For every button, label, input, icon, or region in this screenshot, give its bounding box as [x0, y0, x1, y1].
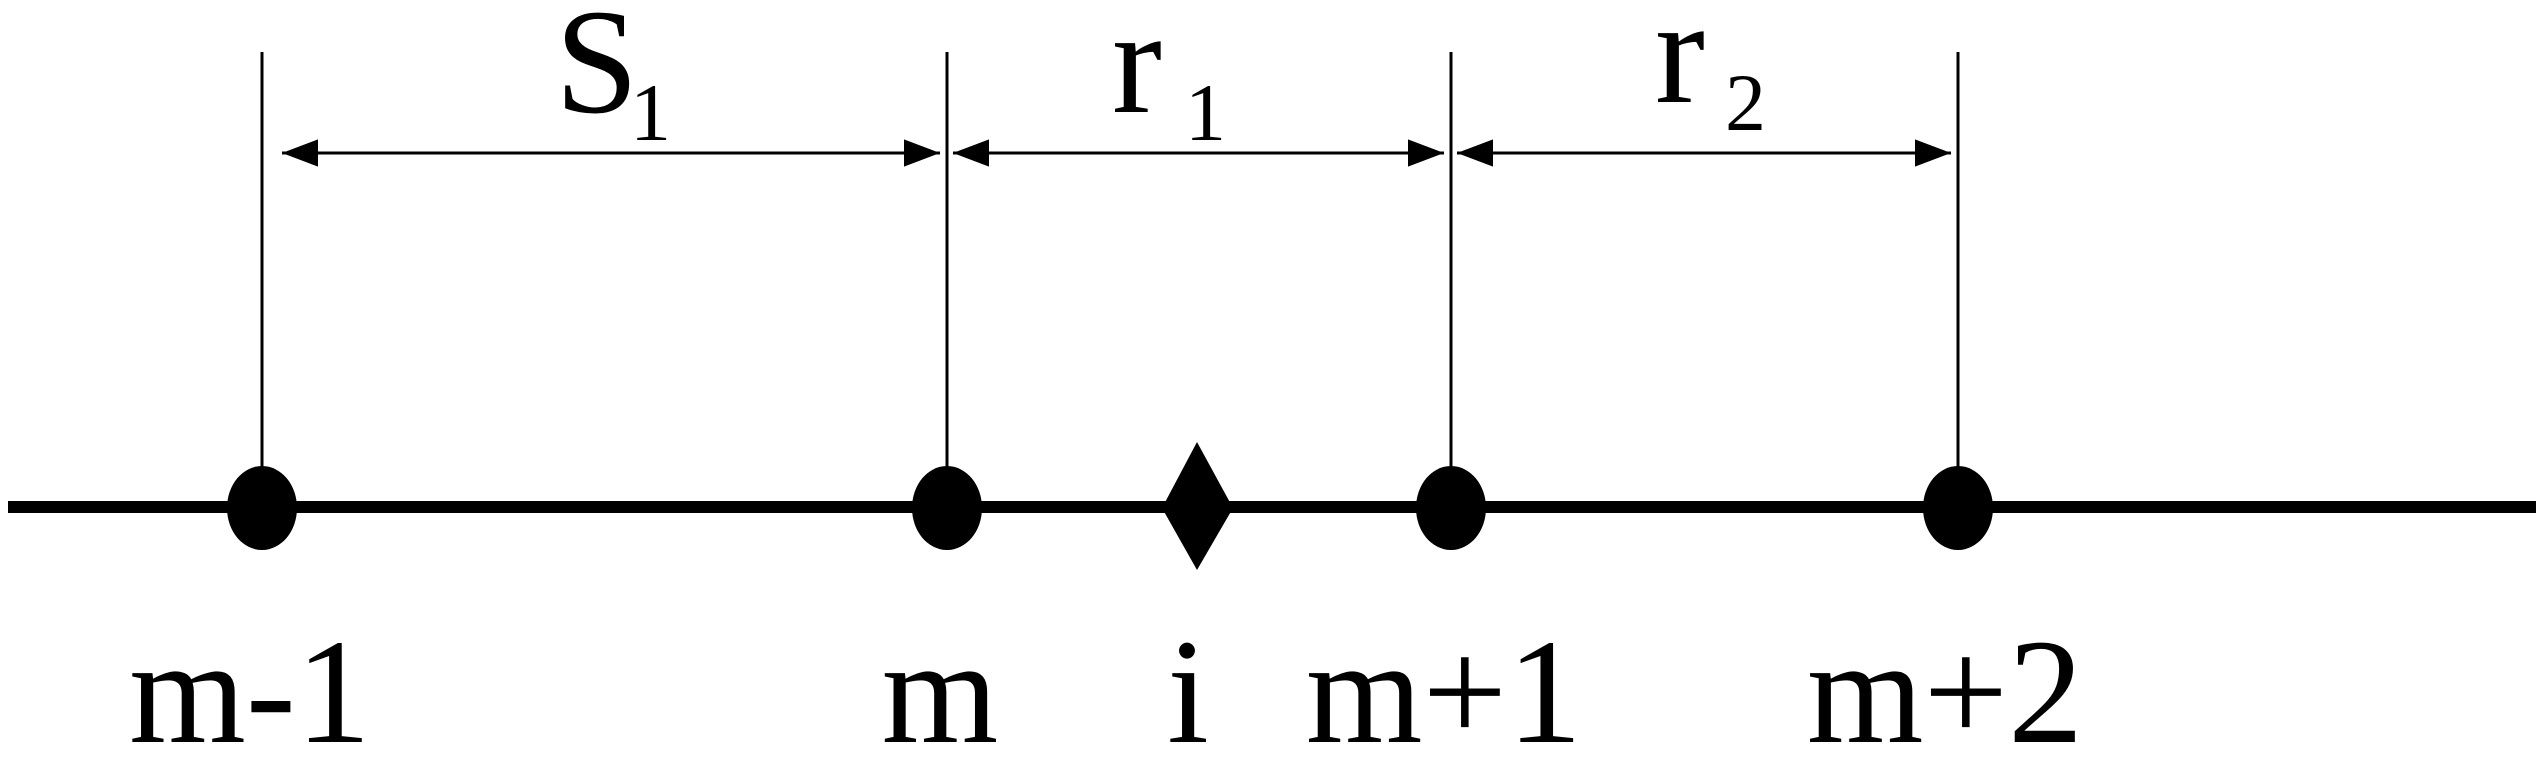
node-marker-m+1 [1416, 466, 1486, 550]
node-label-m-1: m-1 [129, 609, 371, 765]
node-label-m+1: m+1 [1306, 609, 1582, 765]
spacing-symbol-r2: r [1655, 0, 1705, 135]
node-marker-i-diamond [1162, 442, 1233, 570]
node-marker-m+2 [1923, 466, 1993, 550]
spacing-label-s1: S [555, 0, 638, 145]
spacing-subscript-s1: 1 [630, 67, 671, 158]
spacing-subscript-r1: 1 [1185, 67, 1226, 158]
spacing-subscript-r2: 2 [1725, 57, 1766, 148]
node-marker-m-1 [227, 466, 297, 550]
node-label-m: m [882, 609, 999, 765]
spacing-label-r2: r [1655, 0, 1705, 135]
node-label-i: i [1167, 609, 1209, 765]
spacing-symbol-r1: r [1112, 0, 1162, 145]
spacing-symbol-s1: S [555, 0, 638, 145]
node-label-m+2: m+2 [1807, 609, 2083, 765]
node-marker-m [912, 466, 982, 550]
spacing-label-r1: r [1112, 0, 1162, 145]
